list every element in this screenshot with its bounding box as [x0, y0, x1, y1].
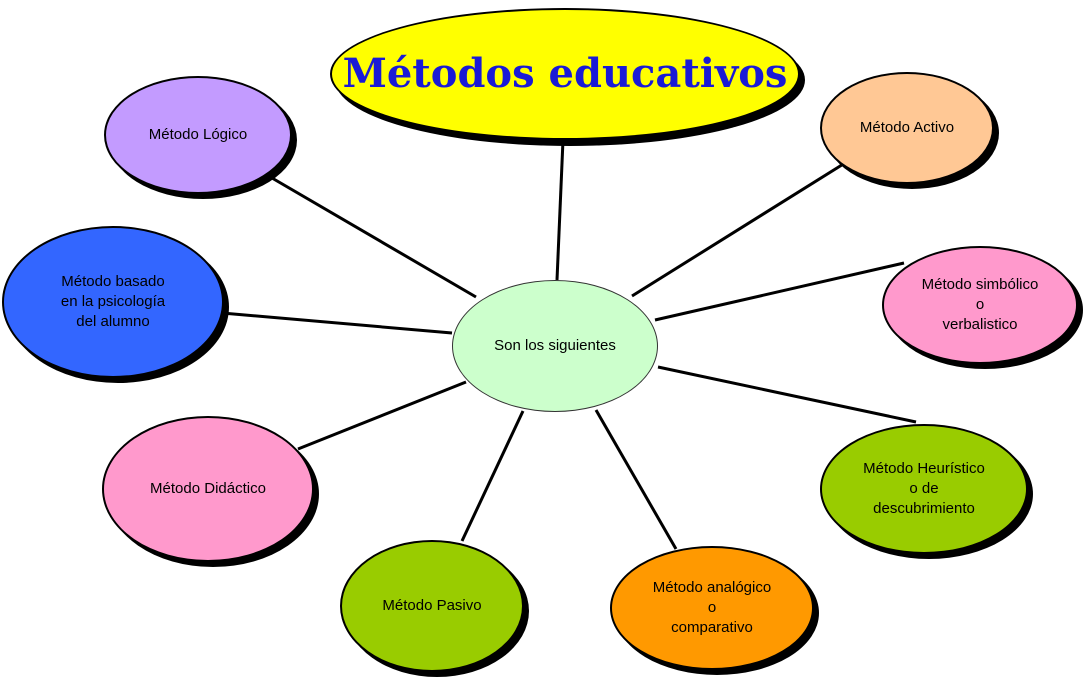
node-label-line-2: o de	[909, 480, 939, 497]
node-metodo-pasivo: Método Pasivo	[340, 540, 524, 672]
node-label: Método Didáctico	[150, 480, 266, 497]
center-text: Son los siguientes	[494, 337, 616, 354]
node-metodo-simbolico: Método simbólico o verbalistico	[882, 246, 1078, 364]
node-label-line-2: en la psicología	[60, 293, 166, 310]
node-metodo-analogico: Método analógico o comparativo	[610, 546, 814, 670]
connector-logico	[271, 176, 477, 299]
node-label-line-1: Método Heurístico	[863, 460, 985, 477]
node-label-line-3: descubrimiento	[873, 500, 975, 517]
node-label: Método Lógico	[148, 126, 248, 143]
node-metodo-heuristico: Método Heurístico o de descubrimiento	[820, 424, 1028, 554]
connector-simbolico	[654, 261, 905, 322]
node-metodo-didactico: Método Didáctico	[102, 416, 314, 562]
connector-activo	[631, 161, 846, 298]
node-label-line-3: comparativo	[671, 619, 753, 636]
node-metodo-psicologia: Método basado en la psicología del alumn…	[2, 226, 224, 378]
node-label-line-3: del alumno	[76, 313, 150, 330]
connector-title	[555, 139, 565, 281]
node-metodo-activo: Método Activo	[820, 72, 994, 184]
node-label-line-1: Método simbólico	[921, 276, 1039, 293]
title-node: Métodos educativos	[330, 8, 800, 140]
connector-analogico	[594, 409, 678, 550]
connector-psicologia	[221, 311, 453, 335]
title-text: Métodos educativos	[342, 50, 788, 97]
connector-pasivo	[460, 410, 525, 542]
node-label-line-2: o	[707, 599, 717, 616]
node-metodo-logico: Método Lógico	[104, 76, 292, 194]
node-label-line-3: verbalistico	[942, 316, 1018, 333]
node-label-line-1: Método basado	[61, 273, 165, 290]
center-node: Son los siguientes	[452, 280, 658, 412]
node-label: Método Activo	[859, 119, 955, 136]
connector-didactico	[297, 380, 467, 451]
node-label-line-2: o	[975, 296, 985, 313]
node-label: Método Pasivo	[382, 597, 482, 614]
node-label-line-1: Método analógico	[652, 579, 772, 596]
connector-heuristico	[657, 365, 917, 424]
